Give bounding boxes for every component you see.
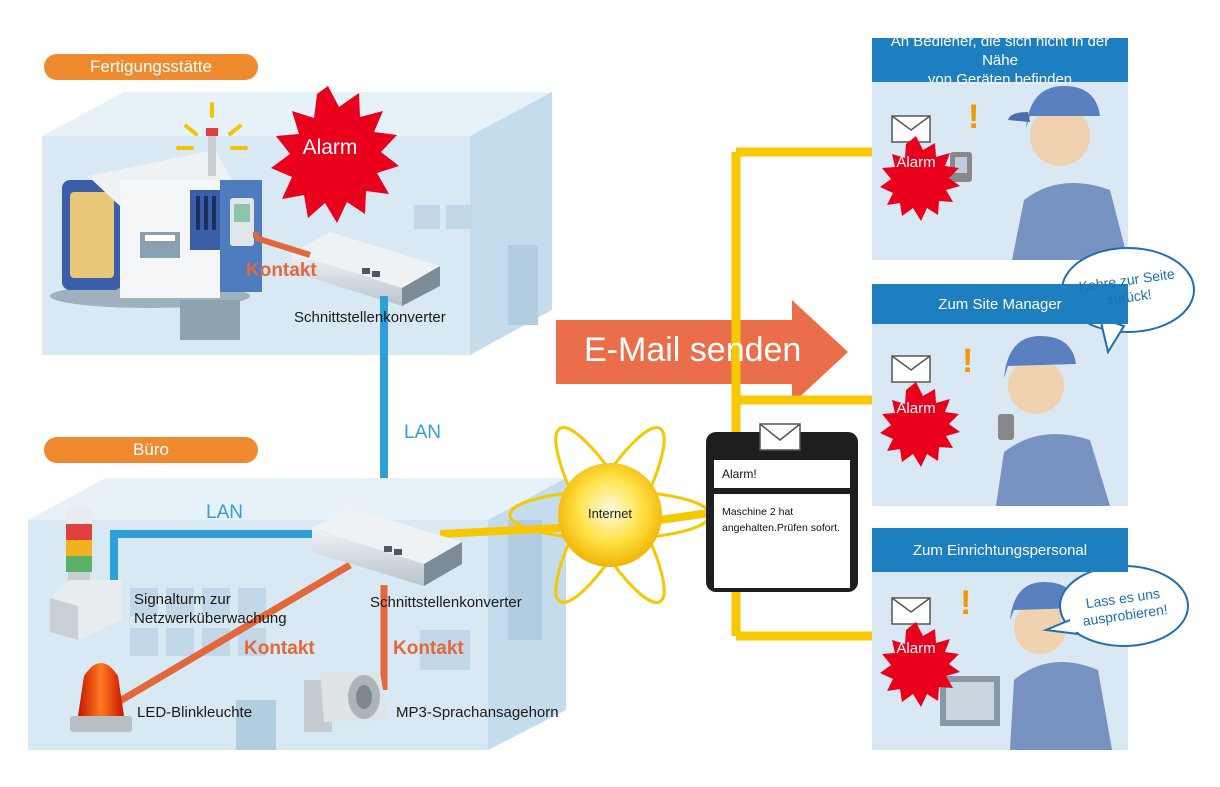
phone-message-line1: Maschine 2 hat [722,506,794,518]
email-arrow [556,300,848,404]
panel-3-alarm-burst [880,622,960,707]
lan-office-line [110,530,330,580]
panel-1-heading: An Bediener, die sich nicht in der Nähe … [872,33,1128,88]
cnc-machine-illustration [50,102,262,340]
panel-3-heading: Zum Einrichtungspersonal [872,528,1128,572]
factory-converter-label: Schnittstellenkonverter [294,309,446,326]
panel-1-heading-line2: von Geräten befinden [927,70,1073,88]
phone-device [706,423,858,592]
phone-message-line2: angehalten.Prüfen sofort. [722,522,840,534]
signal-tower-label-line1: Signalturm zur [134,591,231,608]
led-label: LED-Blinkleuchte [137,704,253,721]
svg-text:!: ! [968,98,979,136]
panel-2-alarm-label: Alarm [896,400,936,417]
panel-1-alarm-burst [880,136,960,221]
factory-alarm-burst [271,86,399,223]
panel-2-alarm-burst [880,382,960,467]
panel-1-alarm-label: Alarm [896,154,936,171]
internet-globe-illustration [508,426,712,604]
factory-alarm-label: Alarm [302,136,358,159]
signal-tower-illustration [50,508,122,640]
office-title: Büro [44,437,258,463]
converter-box-office [312,508,462,586]
email-send-label: E-Mail senden [584,331,802,369]
factory-title: Fertigungsstätte [44,54,258,80]
panel-3-alarm-label: Alarm [896,640,936,657]
factory-kontakt-label: Kontakt [246,260,317,281]
lan-vertical-label: LAN [404,422,441,443]
speech-bubble-2-shape [1042,565,1189,647]
signal-tower-label-line2: Netzwerküberwachung [134,610,287,627]
lan-office-label: LAN [206,502,243,523]
svg-text:!: ! [962,342,973,380]
panel-2-heading: Zum Site Manager [872,284,1128,324]
horn-label: MP3-Sprachansagehorn [396,704,559,721]
email-distribution-lines [731,147,880,641]
office-converter-label: Schnittstellenkonverter [370,594,522,611]
svg-text:!: ! [960,584,971,622]
phone-alarm-title: Alarm! [722,467,757,481]
office-kontakt-left-label: Kontakt [244,638,315,659]
office-kontakt-right-label: Kontakt [393,638,464,659]
panel-1-heading-line1: An Bediener, die sich nicht in der Nähe [890,32,1110,69]
internet-label: Internet [587,506,633,521]
led-beacon-illustration [70,663,132,732]
horn-speaker-illustration [304,672,388,732]
converter-box-factory [292,232,440,306]
